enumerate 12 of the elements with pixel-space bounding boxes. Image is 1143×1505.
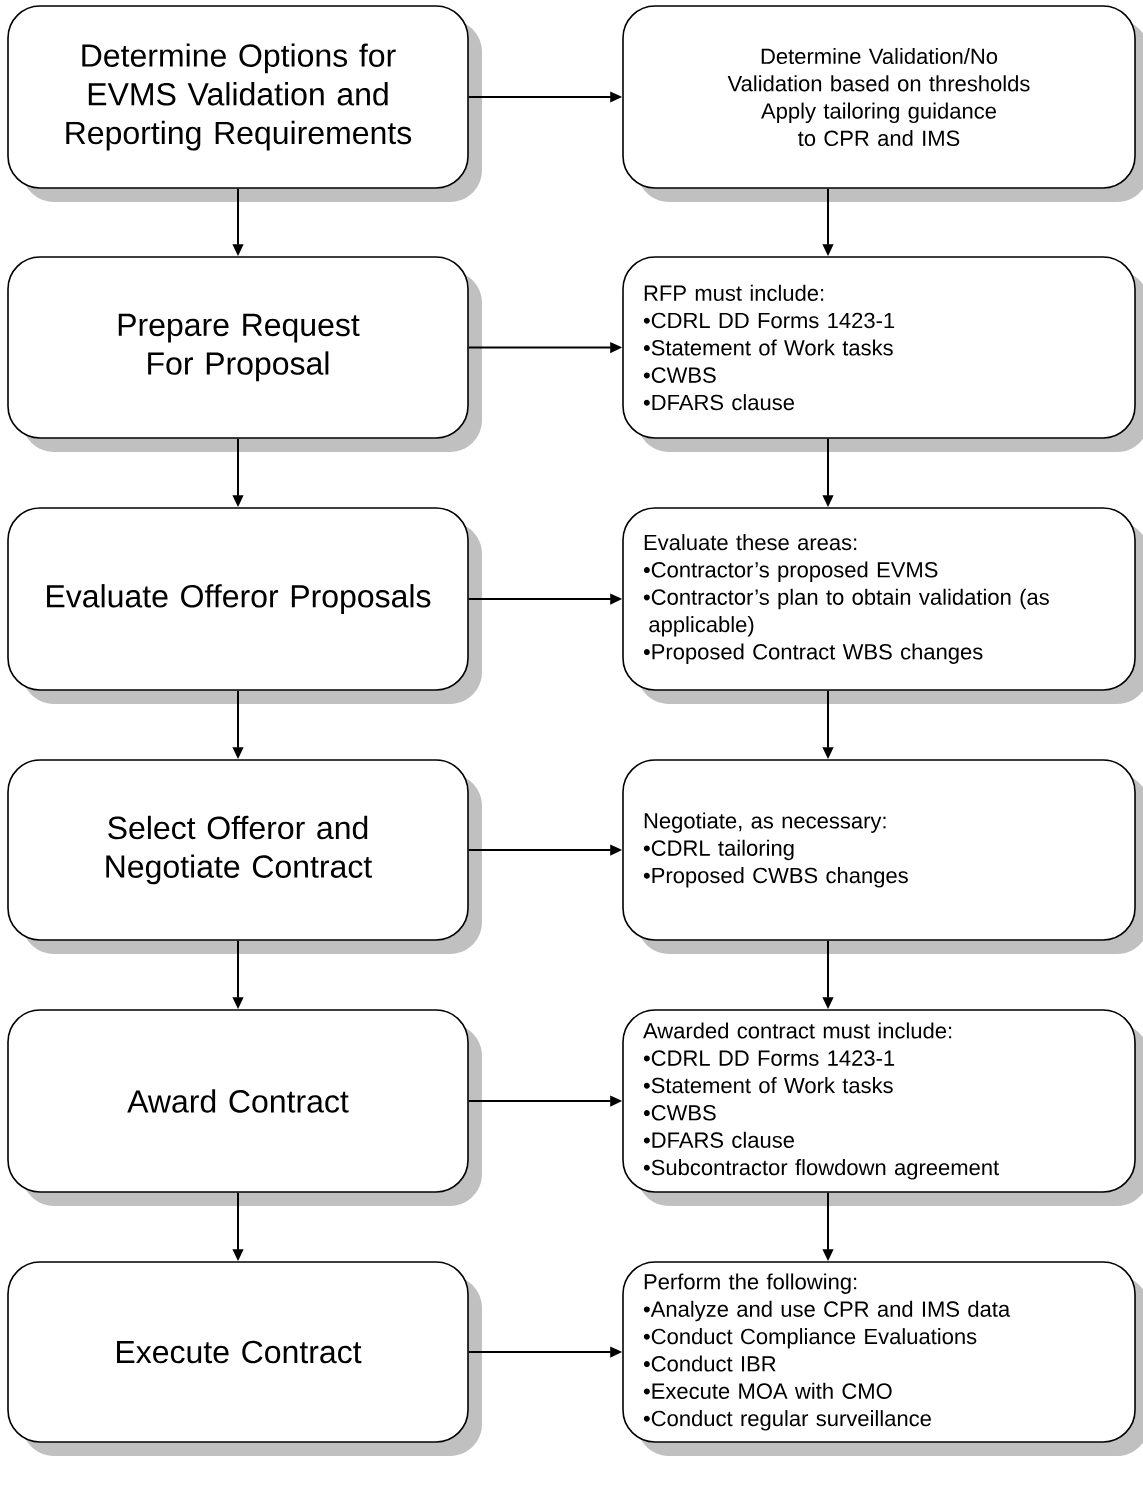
detail-box: Evaluate these areas: •Contractor’s proposed EVMS •Contractor’s plan to obtain validation (as applicable) •Proposed Contract WBS changes: [622, 507, 1143, 704]
process-box: Award Contract: [7, 1009, 482, 1206]
process-box: Execute Contract: [7, 1261, 482, 1456]
process-box: Prepare Request For Proposal: [7, 256, 482, 452]
process-box: Determine Options for EVMS Validation and Reporting Requirements: [7, 5, 482, 202]
detail-box: RFP must include: •CDRL DD Forms 1423-1 •Statement of Work tasks •CWBS •DFARS clause: [622, 256, 1143, 452]
detail-box: Awarded contract must include: •CDRL DD Forms 1423-1 •Statement of Work tasks •CWBS •DFARS clause •Subcontractor flowdown agreement: [622, 1009, 1143, 1206]
detail-box: Perform the following: •Analyze and use CPR and IMS data •Conduct Compliance Evaluations •Conduct IBR •Execute MOA with CMO •Conduct regular surveillance: [622, 1261, 1143, 1456]
process-box: Select Offeror and Negotiate Contract: [7, 759, 482, 954]
detail-box: Determine Validation/No Validation based on thresholds Apply tailoring guidance to CPR and IMS: [622, 5, 1143, 202]
detail-box: Negotiate, as necessary: •CDRL tailoring •Proposed CWBS changes: [622, 759, 1143, 954]
process-box: Evaluate Offeror Proposals: [7, 507, 482, 704]
